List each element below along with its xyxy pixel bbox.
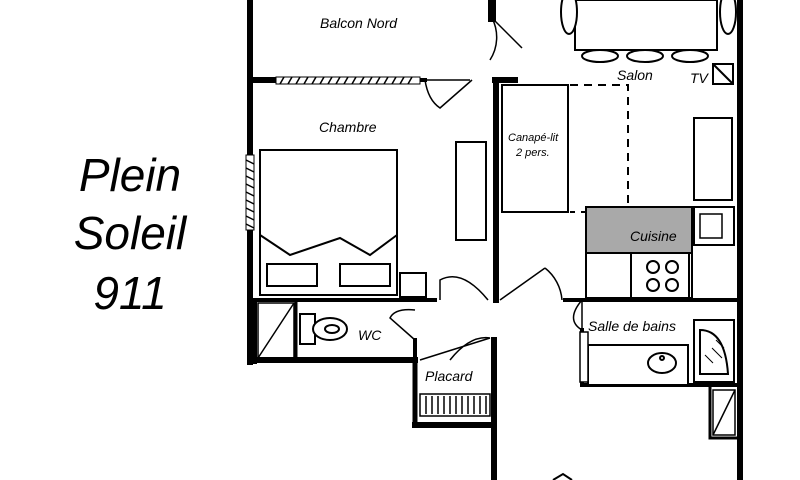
kitchen [585, 206, 735, 299]
bed [259, 149, 427, 298]
title-line-1: Plein [78, 149, 182, 201]
label-placard: Placard [425, 368, 474, 384]
label-cuisine: Cuisine [630, 228, 677, 244]
dining-table [560, 0, 737, 63]
label-salle-de-bains: Salle de bains [588, 318, 676, 334]
wc-duct [257, 302, 295, 359]
walls [247, 0, 743, 480]
label-canape-2: 2 pers. [515, 147, 550, 159]
label-balcon: Balcon Nord [320, 15, 398, 31]
toilet-icon [299, 313, 348, 345]
placard-shelving [419, 393, 491, 417]
salon-cabinet [693, 117, 733, 201]
entry-door-hint [552, 472, 573, 480]
doors [389, 17, 583, 361]
label-chambre: Chambre [319, 119, 377, 135]
bathroom-radiator [579, 331, 589, 383]
bathroom-furniture [587, 319, 735, 386]
title-line-3: 911 [93, 267, 167, 319]
label-salon: Salon [617, 67, 653, 83]
label-tv: TV [690, 70, 710, 86]
chambre-wardrobe [455, 141, 487, 241]
label-canape-1: Canapé-lit [508, 132, 559, 144]
sofa-bed [501, 84, 629, 213]
window-hatch-left [245, 154, 255, 231]
label-wc: WC [358, 327, 382, 343]
tv-icon [712, 63, 734, 85]
title-line-2: Soleil [73, 207, 187, 259]
window-hatch-top [275, 76, 421, 85]
bathroom-duct [712, 389, 736, 436]
